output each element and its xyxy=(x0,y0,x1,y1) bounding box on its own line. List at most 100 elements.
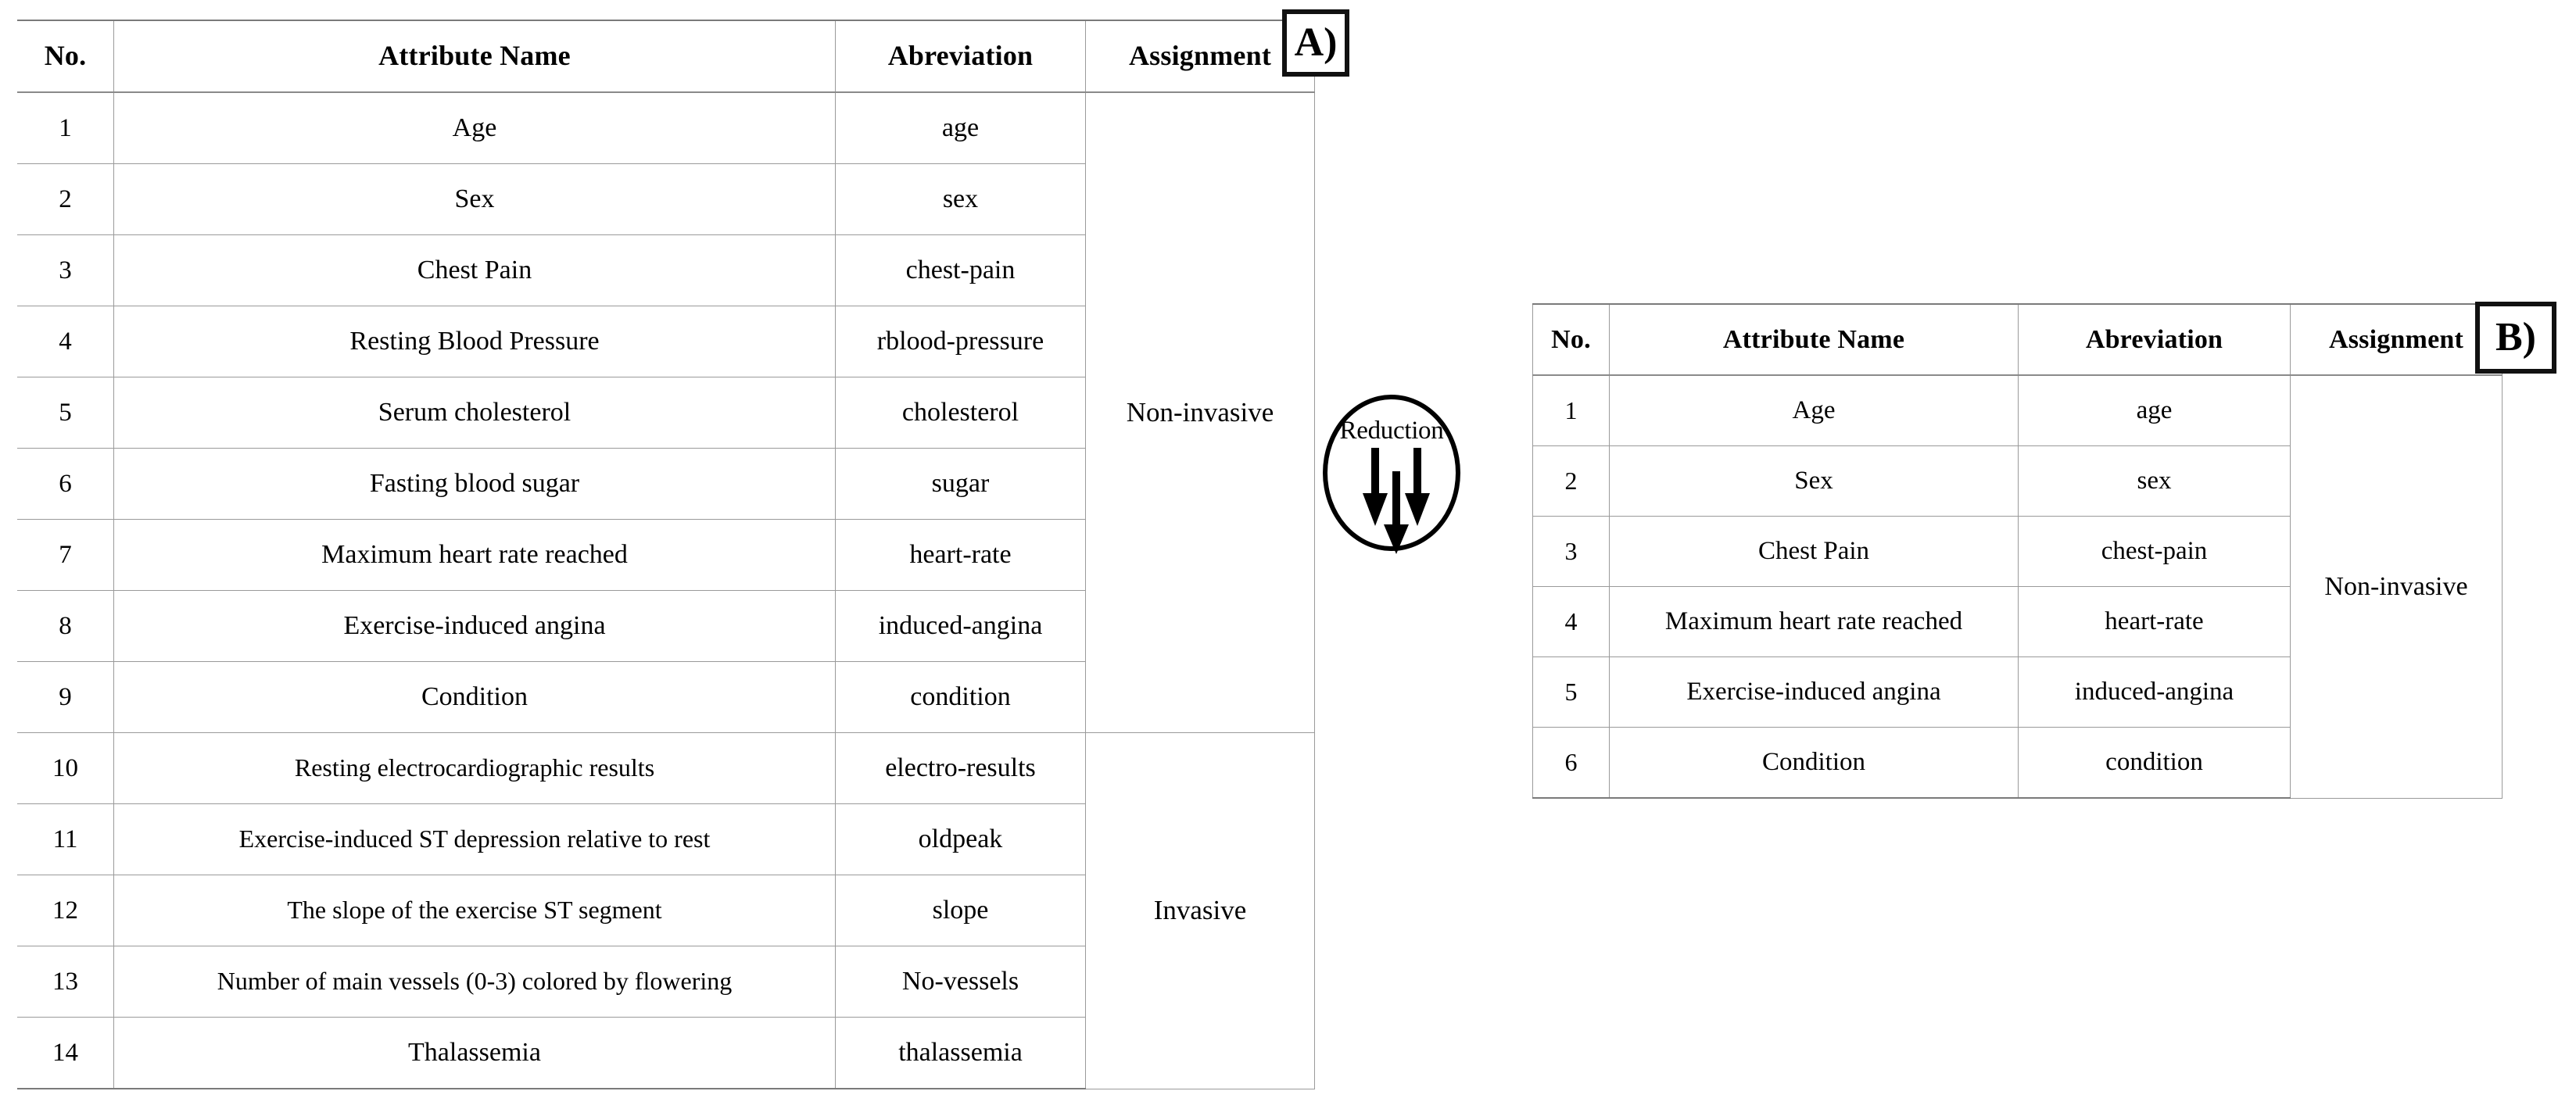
panel-label-b: B) xyxy=(2475,302,2556,374)
table-a-cell-abbr: age xyxy=(835,91,1086,164)
table-b-col-name: Attribute Name xyxy=(1609,303,2019,376)
table-a-col-name: Attribute Name xyxy=(113,20,836,93)
table-b-cell-name: Sex xyxy=(1609,445,2019,517)
table-a-cell-abbr: electro-results xyxy=(835,732,1086,804)
table-a-cell-no: 14 xyxy=(17,1017,114,1089)
table-a-cell-abbr: heart-rate xyxy=(835,519,1086,591)
table-a-cell-name: Serum cholesterol xyxy=(113,377,836,449)
table-b-cell-abbr: heart-rate xyxy=(2018,586,2291,657)
table-a-header-row: No. Attribute Name Abreviation Assignmen… xyxy=(17,20,1315,93)
table-a-cell-no: 12 xyxy=(17,875,114,946)
down-arrow-icon xyxy=(1363,448,1430,554)
full-attribute-table: No. Attribute Name Abreviation Assignmen… xyxy=(17,20,1315,1089)
table-b-cell-name: Exercise-induced angina xyxy=(1609,656,2019,728)
table-b-cell-no: 4 xyxy=(1532,586,1610,657)
table-a-col-no: No. xyxy=(17,20,114,93)
reduction-label: Reduction xyxy=(1339,417,1444,445)
table-b-cell-no: 2 xyxy=(1532,445,1610,517)
table-a-cell-abbr: chest-pain xyxy=(835,234,1086,306)
reduced-attribute-table: No. Attribute Name Abreviation Assignmen… xyxy=(1532,303,2503,799)
table-a-cell-assignment: Invasive xyxy=(1085,732,1315,1089)
table-a-cell-no: 3 xyxy=(17,234,114,306)
table-a-cell-name: Age xyxy=(113,91,836,164)
table-b-col-no: No. xyxy=(1532,303,1610,376)
table-a-cell-no: 5 xyxy=(17,377,114,449)
table-b-cell-no: 3 xyxy=(1532,516,1610,587)
table-a-col-assign: Assignment xyxy=(1085,20,1315,93)
table-a-cell-no: 8 xyxy=(17,590,114,662)
table-b-cell-abbr: induced-angina xyxy=(2018,656,2291,728)
table-b-cell-name: Age xyxy=(1609,374,2019,446)
table-a-cell-abbr: condition xyxy=(835,661,1086,733)
table-a-cell-abbr: slope xyxy=(835,875,1086,946)
reduction-node: Reduction xyxy=(1323,395,1460,554)
table-b-header: No. Attribute Name Abreviation Assignmen… xyxy=(1532,303,2503,376)
table-a-cell-name: Exercise-induced ST depression relative … xyxy=(113,803,836,875)
table-a-cell-no: 4 xyxy=(17,306,114,377)
table-a-cell-abbr: thalassemia xyxy=(835,1017,1086,1089)
table-a-cell-name: Resting electrocardiographic results xyxy=(113,732,836,804)
table-a-cell-name: Resting Blood Pressure xyxy=(113,306,836,377)
table-a-cell-abbr: oldpeak xyxy=(835,803,1086,875)
table-a-cell-abbr: sex xyxy=(835,163,1086,235)
table-b-cell-abbr: sex xyxy=(2018,445,2291,517)
table-b-col-abbr: Abreviation xyxy=(2018,303,2291,376)
table-a-cell-name: Sex xyxy=(113,163,836,235)
table-a-cell-name: The slope of the exercise ST segment xyxy=(113,875,836,946)
table-b-cell-abbr: chest-pain xyxy=(2018,516,2291,587)
table-a-cell-abbr: sugar xyxy=(835,448,1086,520)
table-a-cell-no: 1 xyxy=(17,91,114,164)
table-b-cell-name: Maximum heart rate reached xyxy=(1609,586,2019,657)
table-a-cell-no: 9 xyxy=(17,661,114,733)
table-a-cell-name: Condition xyxy=(113,661,836,733)
panel-label-a: A) xyxy=(1282,9,1349,77)
table-a-cell-abbr: No-vessels xyxy=(835,946,1086,1018)
table-b-cell-no: 6 xyxy=(1532,727,1610,799)
table-a-cell-no: 7 xyxy=(17,519,114,591)
table-a-cell-name: Number of main vessels (0-3) colored by … xyxy=(113,946,836,1018)
table-a-col-abbr: Abreviation xyxy=(835,20,1086,93)
table-a-header: No. Attribute Name Abreviation Assignmen… xyxy=(17,20,1315,93)
table-a-cell-name: Thalassemia xyxy=(113,1017,836,1089)
table-a-cell-no: 10 xyxy=(17,732,114,804)
table-a-cell-name: Maximum heart rate reached xyxy=(113,519,836,591)
table-b-cell-name: Chest Pain xyxy=(1609,516,2019,587)
reduction-arrows-group xyxy=(1327,448,1456,554)
table-b-cell-abbr: condition xyxy=(2018,727,2291,799)
table-a-cell-no: 11 xyxy=(17,803,114,875)
table-b-cell-no: 5 xyxy=(1532,656,1610,728)
table-a-cell-no: 13 xyxy=(17,946,114,1018)
table-a-cell-name: Fasting blood sugar xyxy=(113,448,836,520)
table-a-cell-name: Chest Pain xyxy=(113,234,836,306)
table-b-cell-assignment: Non-invasive xyxy=(2290,374,2503,799)
table-a-cell-assignment: Non-invasive xyxy=(1085,91,1315,733)
table-b-cell-abbr: age xyxy=(2018,374,2291,446)
table-a-cell-no: 2 xyxy=(17,163,114,235)
table-b-col-assign: Assignment xyxy=(2290,303,2503,376)
table-a-cell-name: Exercise-induced angina xyxy=(113,590,836,662)
table-a-cell-no: 6 xyxy=(17,448,114,520)
table-a-cell-abbr: induced-angina xyxy=(835,590,1086,662)
table-b-cell-name: Condition xyxy=(1609,727,2019,799)
